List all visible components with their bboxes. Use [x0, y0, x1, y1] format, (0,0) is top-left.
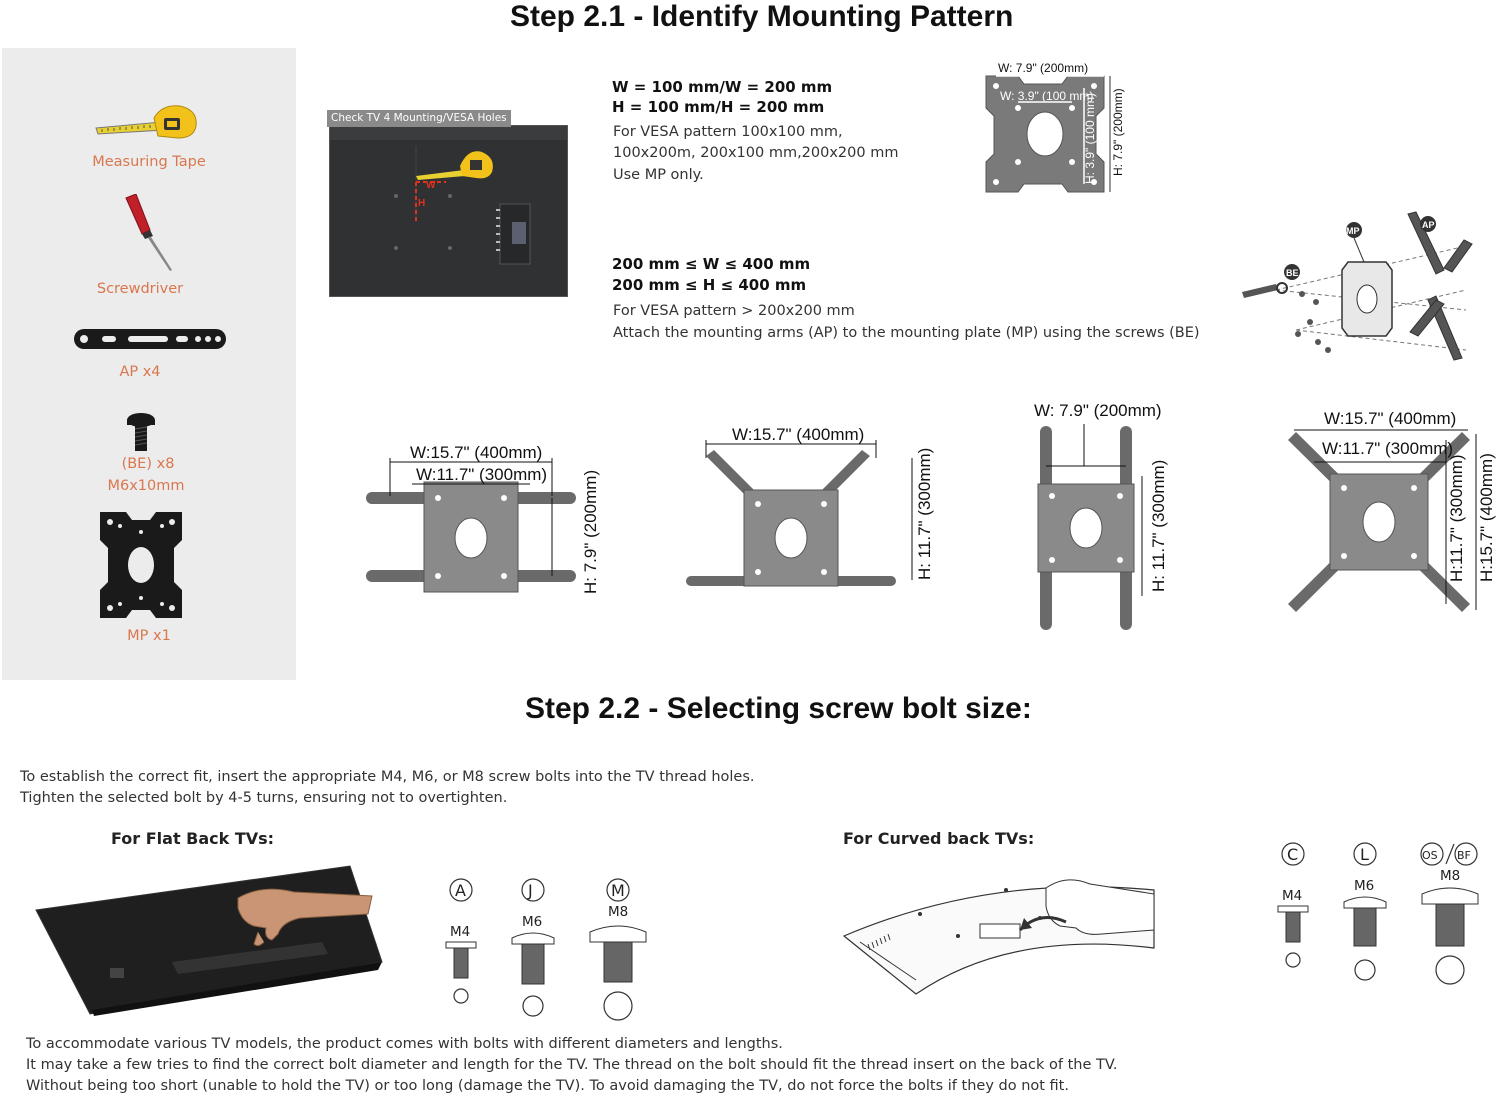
- spec1-desc-line2: 100x200m, 200x100 mm,200x200 mm: [613, 145, 899, 161]
- exploded-assembly-diagram: BE MP AP: [1242, 211, 1473, 361]
- tv-back-drawing: W H: [330, 126, 567, 265]
- spec2-desc-line1: For VESA pattern > 200x200 mm: [613, 303, 855, 319]
- config-1-height: H: 7.9" (200mm): [581, 470, 600, 594]
- sidebar-item-mp: MP x1: [127, 628, 171, 644]
- footer-line2: It may take a few tries to find the corr…: [26, 1057, 1118, 1073]
- config-1-width-outer: W:15.7" (400mm): [410, 443, 542, 462]
- flat-back-heading: For Flat Back TVs:: [111, 829, 275, 848]
- small-plate-h-outer: H: 7.9" (200mm): [1111, 88, 1125, 176]
- flat-bolt-j-code: J: [527, 881, 533, 900]
- small-plate-w-outer: W: 7.9" (200mm): [998, 61, 1088, 75]
- step-2-2-title: Step 2.2 - Selecting screw bolt size:: [525, 692, 1032, 725]
- spec1-desc-line1: For VESA pattern 100x100 mm,: [613, 124, 843, 140]
- curved-tv-illustration: [842, 879, 1155, 995]
- curved-bolt-os-code: OS: [1422, 849, 1438, 862]
- config-2-diagram: W:15.7" (400mm) H: 11.7" (300mm): [686, 425, 934, 587]
- config-2-height: H: 11.7" (300mm): [915, 448, 934, 580]
- measuring-tape-icon: [95, 105, 197, 139]
- footer-line1: To accommodate various TV models, the pr…: [26, 1036, 783, 1052]
- mounting-plate-icon: [100, 512, 182, 618]
- small-plate-diagram: W: 7.9" (200mm) W: 3.9" (100 mm) H: 3.9"…: [985, 61, 1125, 193]
- config-4-height-outer: H:15.7" (400mm): [1477, 453, 1496, 582]
- flat-bolt-a-code: A: [455, 881, 466, 900]
- small-plate-w-inner: W: 3.9" (100 mm): [1000, 89, 1093, 103]
- curved-bolt-l-code: L: [1360, 845, 1369, 864]
- curved-bolt-os-size: M8: [1440, 868, 1460, 884]
- flat-bolt-m-code: M: [611, 881, 625, 900]
- screwdriver-icon: [125, 194, 172, 271]
- footer-line3: Without being too short (unable to hold …: [26, 1078, 1069, 1094]
- curved-bolt-c-code: C: [1287, 845, 1298, 864]
- sidebar-item-be: (BE) x8: [121, 456, 175, 472]
- step-2-1-title: Step 2.1 - Identify Mounting Pattern: [510, 0, 1014, 33]
- spec2-height-range: 200 mm ≤ H ≤ 400 mm: [612, 276, 807, 294]
- sidebar-item-screw-size: M6x10mm: [107, 478, 185, 494]
- exploded-be-label: BE: [1286, 268, 1299, 278]
- step-2-2-intro-line1: To establish the correct fit, insert the…: [20, 769, 755, 785]
- tv-photo-h-mark: H: [418, 198, 425, 209]
- spec2-width-range: 200 mm ≤ W ≤ 400 mm: [612, 255, 811, 273]
- config-4-height-inner: H:11.7" (300mm): [1447, 454, 1466, 582]
- sidebar-item-ap: AP x4: [119, 364, 161, 380]
- flat-bolt-a-size: M4: [450, 924, 470, 940]
- config-4-width-outer: W:15.7" (400mm): [1324, 409, 1456, 428]
- config-4-diagram: W:15.7" (400mm) W:11.7" (300mm) H:11.7" …: [1288, 409, 1496, 612]
- flat-bolt-set: A M4 J M6 M M8: [445, 878, 647, 1021]
- exploded-ap-label: AP: [1422, 220, 1435, 230]
- tv-photo-w-mark: W: [426, 180, 436, 191]
- flat-tv-illustration: [35, 865, 383, 1016]
- curved-bolt-bf-code: BF: [1457, 849, 1471, 862]
- curved-bolt-c-size: M4: [1282, 888, 1302, 904]
- screw-icon: [127, 413, 155, 451]
- flat-bolt-j-size: M6: [522, 914, 542, 930]
- config-1-diagram: W:15.7" (400mm) W:11.7" (300mm) H: 7.9" …: [366, 443, 600, 594]
- flat-bolt-m-size: M8: [608, 904, 628, 920]
- config-3-width: W: 7.9" (200mm): [1034, 401, 1162, 420]
- curved-back-heading: For Curved back TVs:: [843, 829, 1035, 848]
- spec1-desc-line3: Use MP only.: [613, 167, 704, 183]
- curved-bolt-set: C M4 L M6 OS BF M8: [1277, 842, 1479, 985]
- parts-sidebar: Measuring Tape Screwdriver AP x4 (BE) x8…: [2, 48, 296, 680]
- config-3-height: H: 11.7" (300mm): [1149, 460, 1168, 592]
- small-plate-h-inner: H: 3.9" (100 mm): [1083, 93, 1097, 184]
- spec1-width-range: W = 100 mm/W = 200 mm: [612, 78, 833, 96]
- sidebar-item-measuring-tape: Measuring Tape: [92, 154, 206, 170]
- spec1-height-range: H = 100 mm/H = 200 mm: [612, 98, 825, 116]
- config-3-diagram: W: 7.9" (200mm) H: 11.7" (300mm): [1034, 401, 1168, 630]
- sidebar-item-screwdriver: Screwdriver: [96, 281, 184, 297]
- tv-photo-caption: Check TV 4 Mounting/VESA Holes: [327, 110, 511, 127]
- config-2-width: W:15.7" (400mm): [732, 425, 864, 444]
- mounting-arm-icon: [74, 329, 226, 349]
- config-4-width-inner: W:11.7" (300mm): [1322, 439, 1453, 458]
- config-1-width-inner: W:11.7" (300mm): [416, 465, 547, 484]
- tv-back-photo: W H: [329, 125, 568, 297]
- spec2-desc-line2: Attach the mounting arms (AP) to the mou…: [613, 325, 1200, 341]
- exploded-mp-label: MP: [1346, 226, 1360, 236]
- curved-bolt-l-size: M6: [1354, 878, 1374, 894]
- step-2-2-intro-line2: Tighten the selected bolt by 4-5 turns, …: [20, 790, 508, 806]
